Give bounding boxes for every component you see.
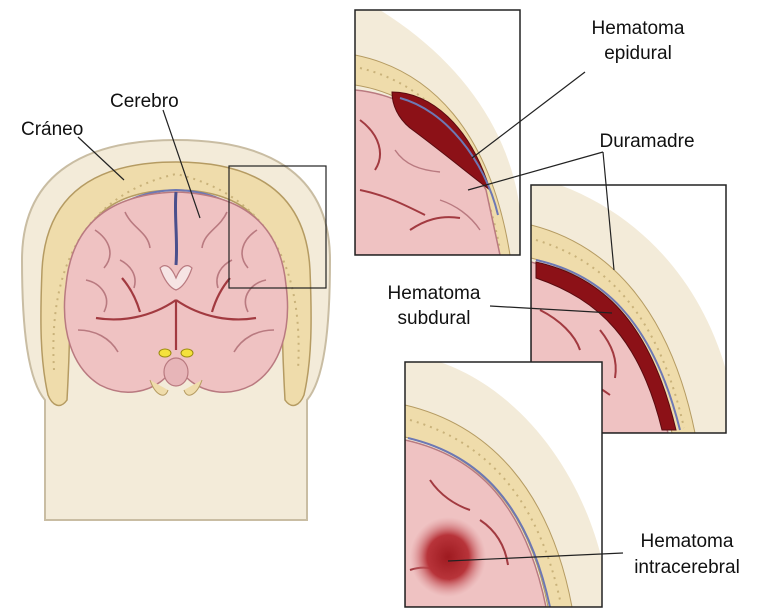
- label-intracerebral-1: Hematoma: [641, 531, 734, 552]
- intracerebral-panel: [405, 362, 602, 607]
- label-brain: Cerebro: [110, 91, 179, 112]
- intracerebral-blood: [410, 517, 486, 597]
- label-intracerebral-2: intracerebral: [634, 557, 740, 578]
- label-subdural-1: Hematoma: [388, 283, 481, 304]
- label-epidural-1: Hematoma: [592, 18, 685, 39]
- head-cross-section: [22, 140, 330, 520]
- label-subdural-2: subdural: [398, 308, 471, 329]
- epidural-panel: [355, 10, 520, 255]
- label-dura: Duramadre: [599, 131, 694, 152]
- label-skull: Cráneo: [21, 119, 83, 140]
- label-epidural-2: epidural: [604, 43, 672, 64]
